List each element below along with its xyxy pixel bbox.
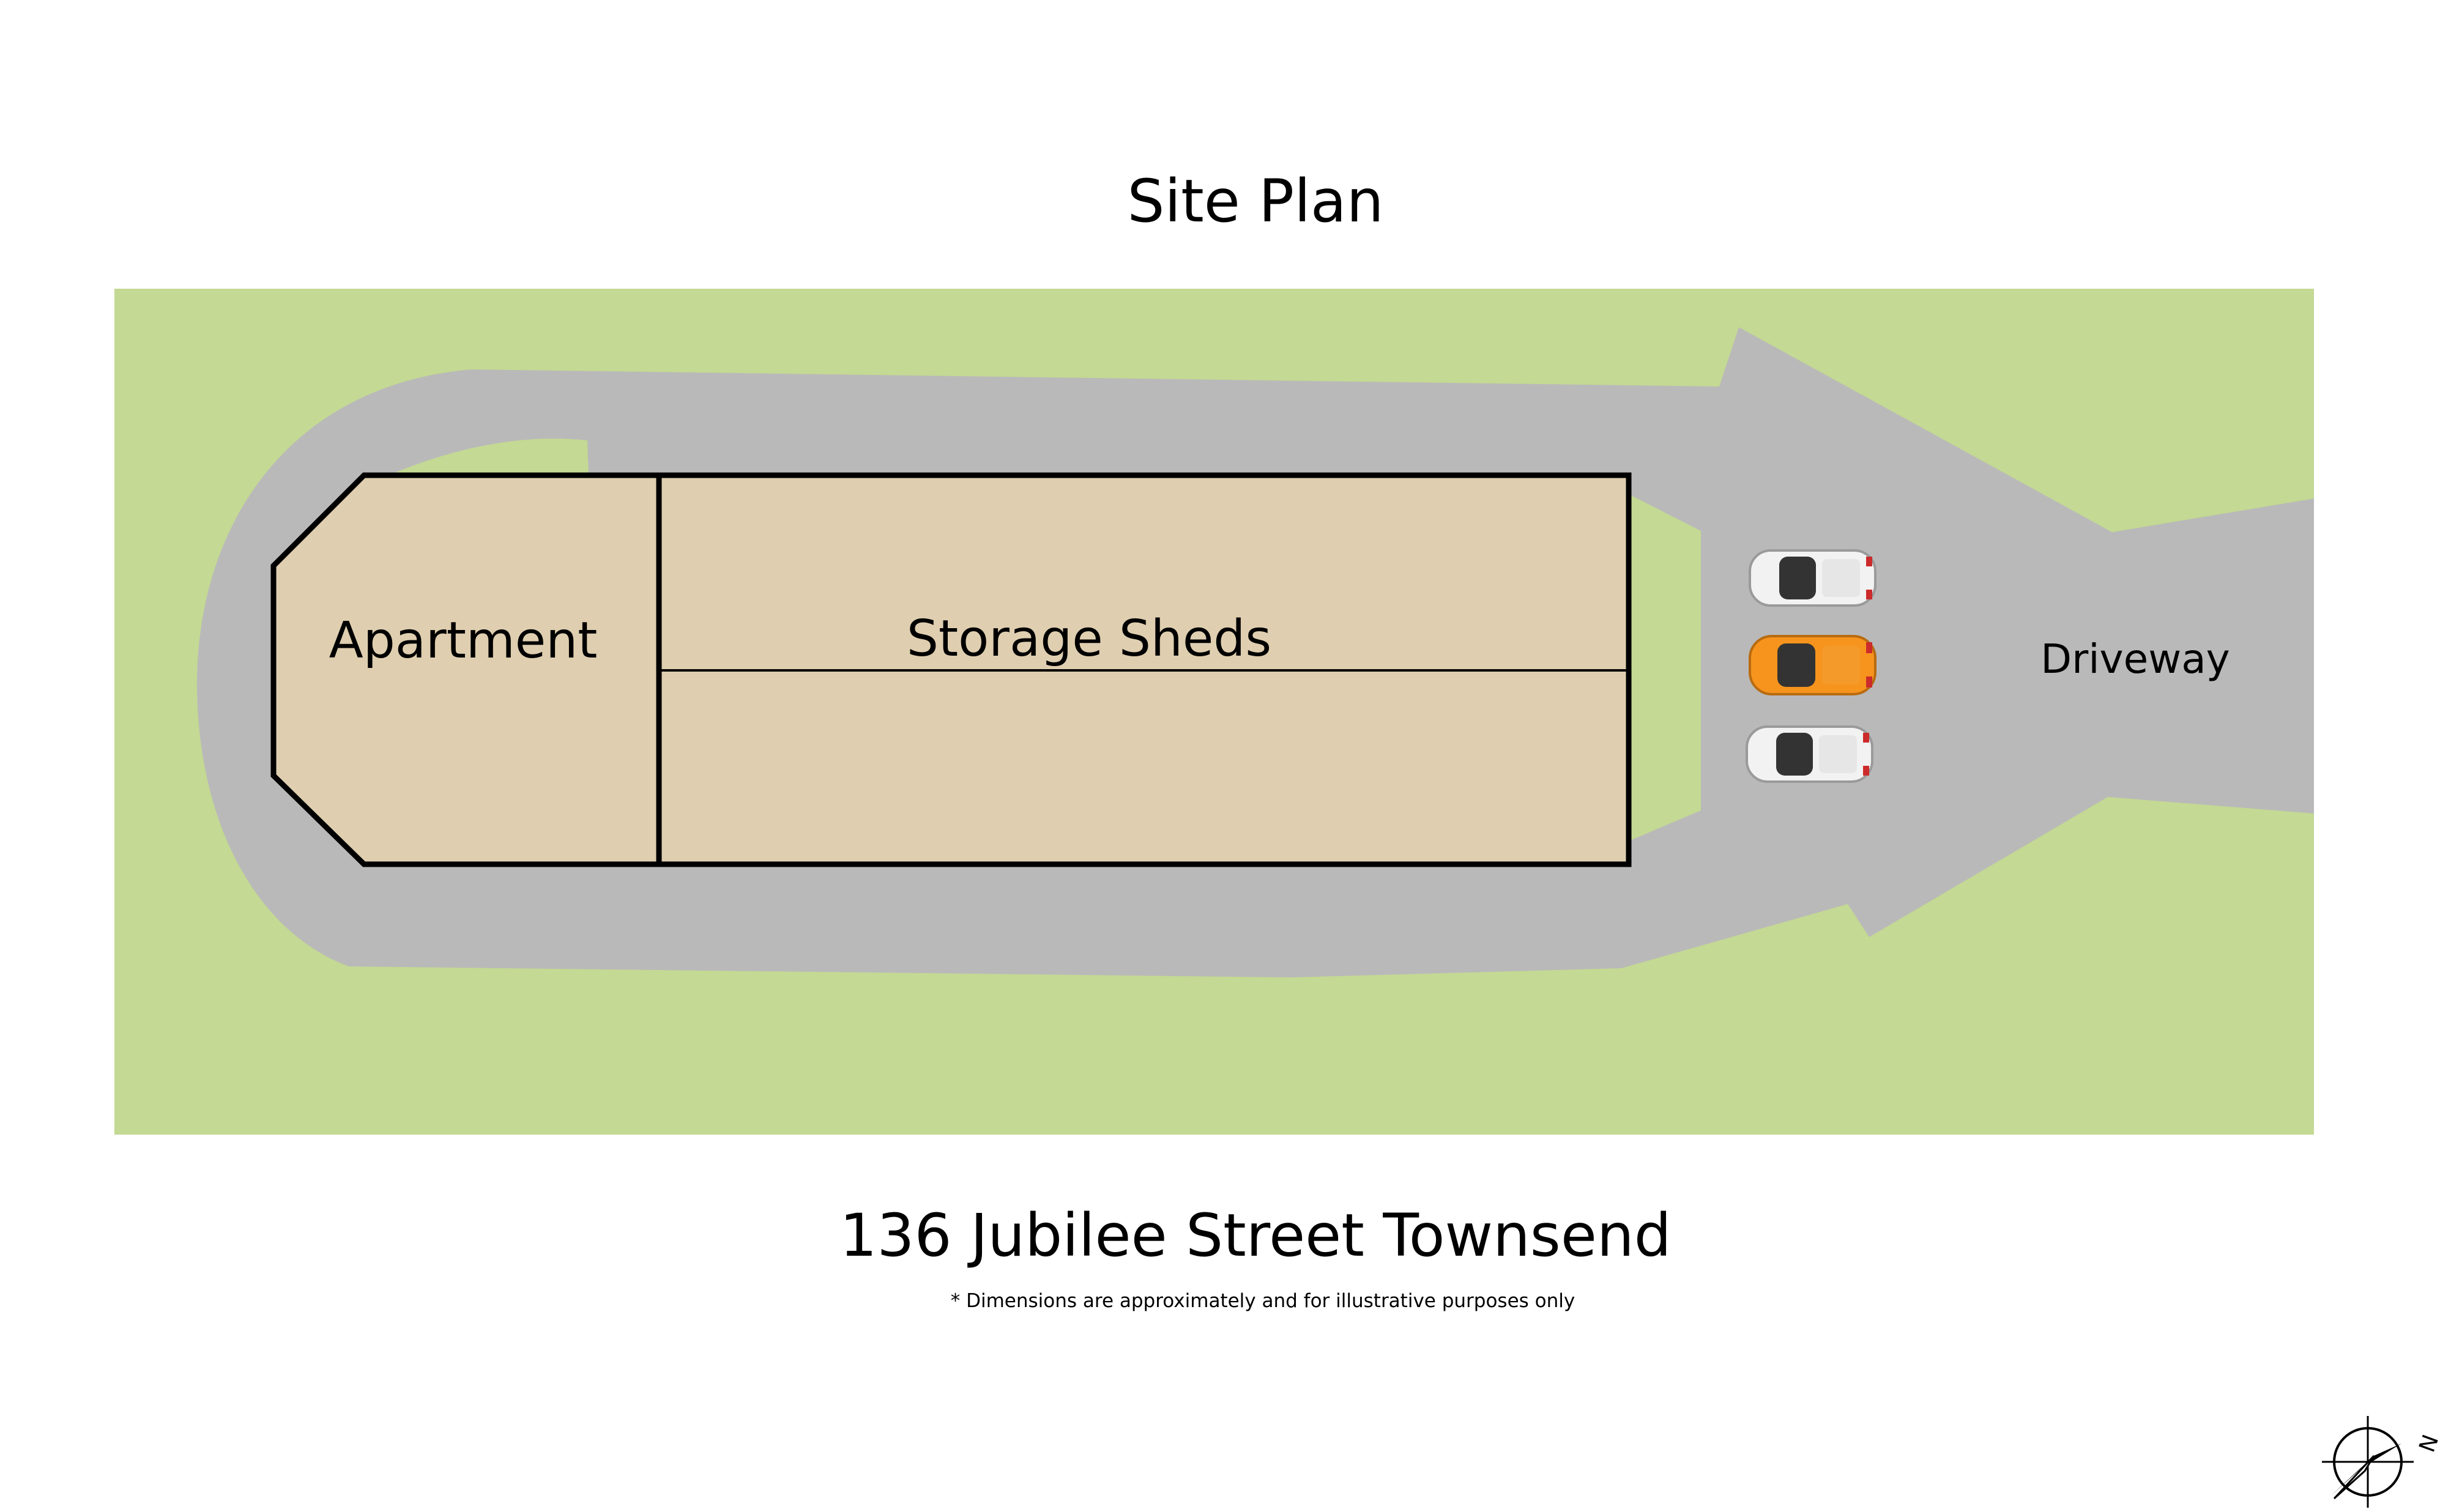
car-white-bottom (1746, 725, 1873, 783)
address-label: 136 Jubilee Street Townsend (839, 1201, 1671, 1270)
inner-lawn-west (392, 439, 589, 474)
page-title: Site Plan (1127, 167, 1383, 235)
north-arrow-compass-icon (2322, 1416, 2414, 1508)
driveway-label: Driveway (2040, 636, 2230, 683)
storage-sheds-label: Storage Sheds (907, 610, 1271, 668)
car-orange-middle (1749, 635, 1876, 695)
inner-lawn-east (1629, 494, 1701, 841)
disclaimer-note: * Dimensions are approximately and for i… (951, 1290, 1575, 1312)
compass-north-label: N (2415, 1432, 2440, 1456)
car-white-top (1749, 549, 1876, 607)
apartment-label: Apartment (329, 612, 598, 670)
